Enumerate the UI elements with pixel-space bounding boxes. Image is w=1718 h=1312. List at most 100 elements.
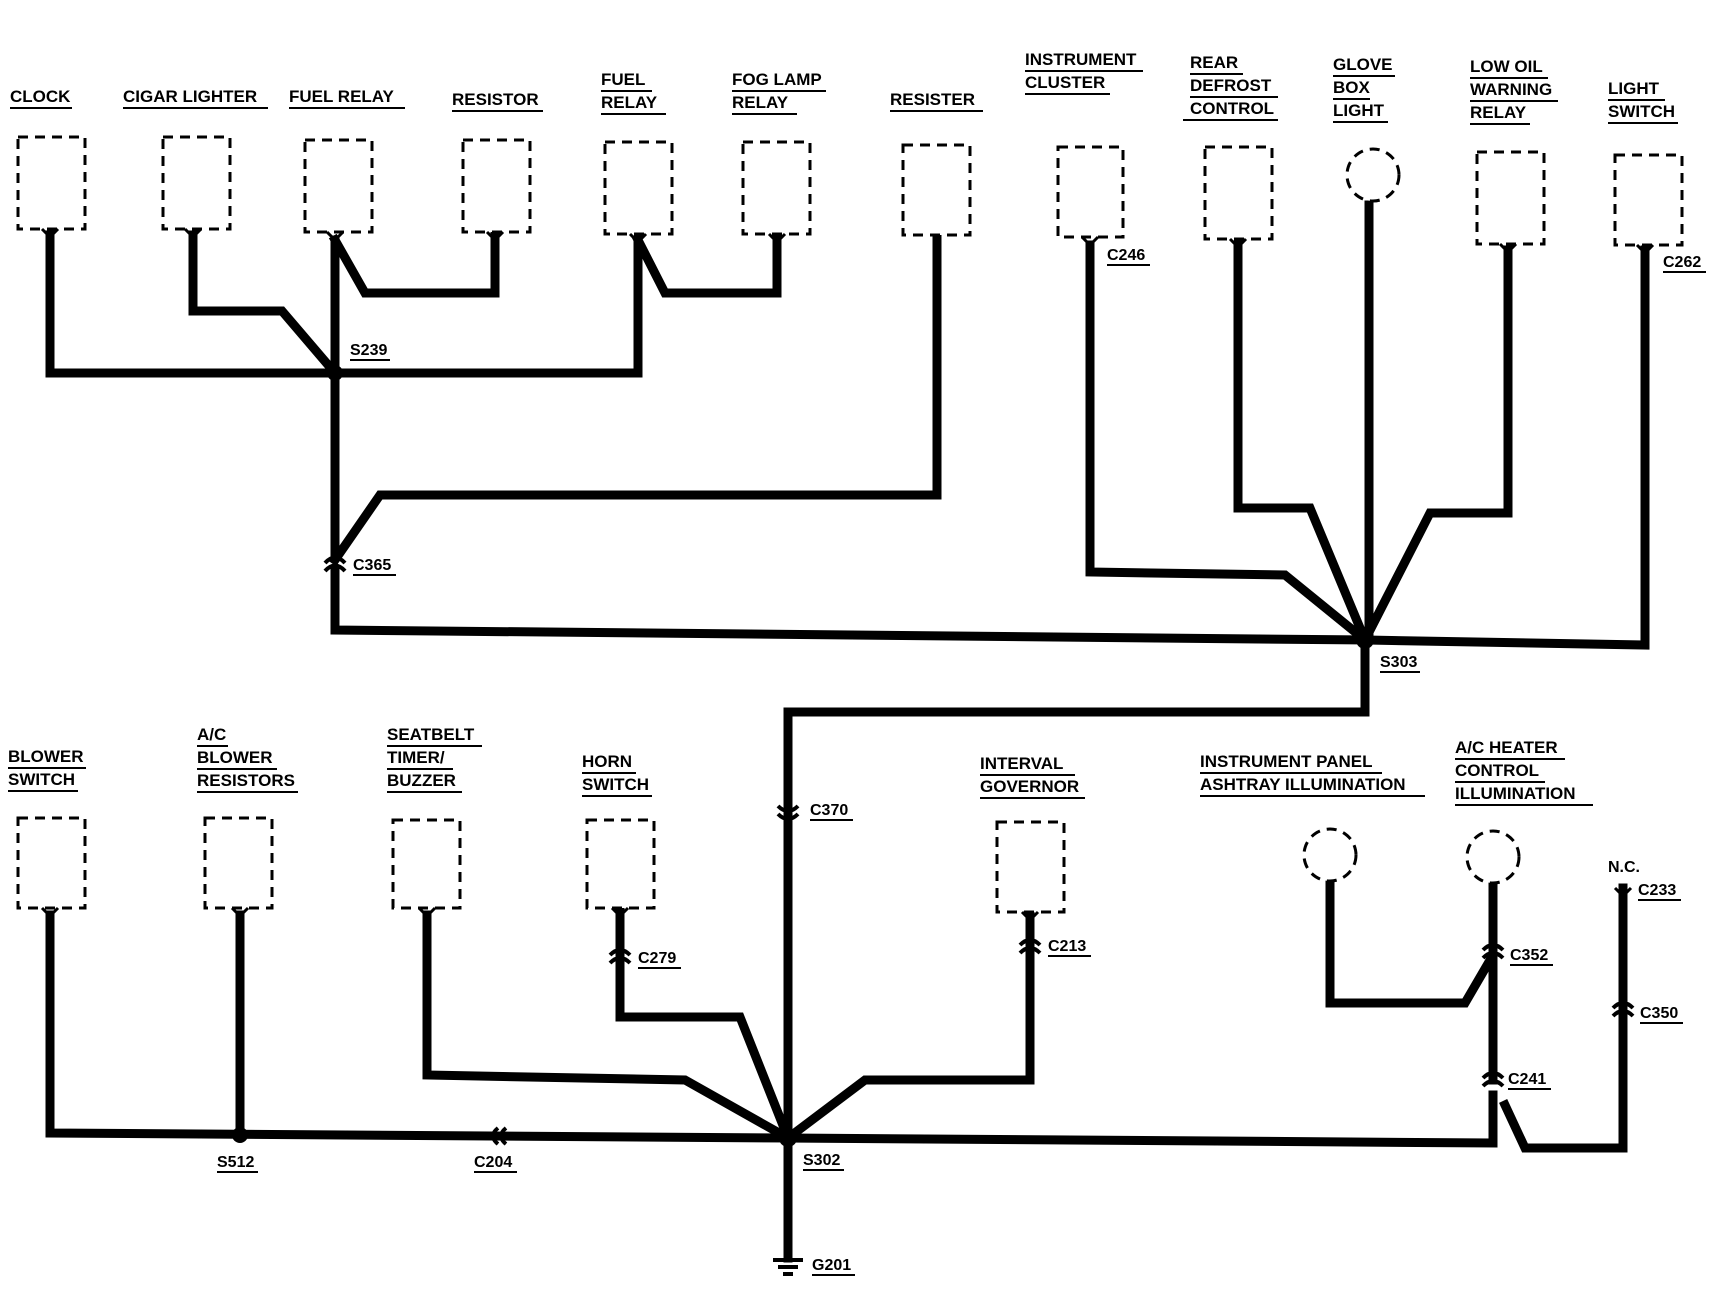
box-rear-defrost — [1203, 145, 1274, 241]
label-rear-defrost-l3: CONTROL — [1190, 99, 1274, 118]
splices — [232, 365, 1374, 1147]
c350-symbol — [1611, 1001, 1635, 1018]
label-glove-box-l2: BOX — [1333, 78, 1371, 97]
label-g201: G201 — [812, 1257, 851, 1274]
label-seatbelt-l2: TIMER/ — [387, 748, 445, 767]
label-ashtray-l1: INSTRUMENT PANEL — [1200, 752, 1373, 771]
box-low-oil — [1475, 150, 1546, 246]
label-blower-switch-l1: BLOWER — [8, 747, 84, 766]
wire-horn-switch — [615, 905, 794, 1144]
wires — [45, 200, 1650, 1263]
c213-symbol — [1018, 938, 1042, 955]
label-light-switch-l1: LIGHT — [1608, 79, 1660, 98]
label-resister: RESISTER — [890, 90, 975, 109]
wire-resister — [328, 230, 942, 567]
box-instrument-cluster — [1056, 145, 1125, 239]
s239-dot — [327, 365, 343, 381]
label-s303: S303 — [1380, 654, 1417, 671]
label-low-oil-l1: LOW OIL — [1470, 57, 1543, 76]
box-ac-blower-resistors — [203, 816, 274, 910]
box-light-switch — [1613, 153, 1684, 247]
label-instrument-cluster-l2: CLUSTER — [1025, 73, 1105, 92]
label-c241: C241 — [1508, 1071, 1546, 1088]
box-cigar-lighter — [161, 135, 232, 231]
box-clock — [16, 135, 87, 231]
label-ashtray-l2: ASHTRAY ILLUMINATION — [1200, 775, 1406, 794]
terminal-marks — [40, 227, 1655, 923]
wire-nc — [1499, 883, 1628, 1153]
box-blower-switch — [16, 816, 87, 910]
box-resister — [901, 143, 972, 237]
circle-ashtray-illumination — [1302, 827, 1358, 883]
label-c262: C262 — [1663, 254, 1701, 271]
label-horn-switch-l1: HORN — [582, 752, 632, 771]
label-c246: C246 — [1107, 247, 1145, 264]
connector-labels: S239 C365 C246 C262 S303 C370 C279 C213 … — [217, 247, 1706, 1276]
label-fuel-relay-2-l1: FUEL — [601, 70, 645, 89]
wire-cigar-lighter — [188, 230, 342, 380]
label-ac-heater-l3: ILLUMINATION — [1455, 784, 1576, 803]
s303-dot — [1356, 631, 1374, 649]
inline-connectors — [323, 555, 1635, 1146]
wire-blower-switch — [45, 910, 793, 1143]
label-fog-lamp-l2: RELAY — [732, 93, 789, 112]
label-cigar-lighter: CIGAR LIGHTER — [123, 87, 257, 106]
component-boxes — [16, 135, 1684, 914]
component-labels: CLOCK CIGAR LIGHTER FUEL RELAY RESISTOR … — [8, 50, 1678, 876]
wire-fuel-relay-2 — [330, 235, 643, 378]
label-ac-blower-l3: RESISTORS — [197, 771, 295, 790]
wire-interval-governor — [781, 905, 1035, 1145]
wire-instrument-cluster — [1085, 240, 1372, 647]
wire-c365-to-s303 — [330, 565, 1370, 645]
label-glove-box-l1: GLOVE — [1333, 55, 1393, 74]
label-s239: S239 — [350, 342, 387, 359]
box-resistor — [461, 138, 532, 234]
label-horn-switch-l2: SWITCH — [582, 775, 649, 794]
wire-seatbelt — [422, 910, 795, 1145]
box-fuel-relay-2 — [603, 140, 674, 236]
wire-low-oil — [1358, 245, 1513, 647]
label-ac-heater-l2: CONTROL — [1455, 761, 1539, 780]
label-rear-defrost-l2: DEFROST — [1190, 76, 1272, 95]
box-seatbelt — [391, 818, 462, 910]
c370-symbol — [776, 804, 800, 821]
c279-symbol — [608, 948, 632, 965]
label-blower-switch-l2: SWITCH — [8, 770, 75, 789]
box-horn-switch — [585, 818, 656, 910]
label-c279: C279 — [638, 950, 676, 967]
label-low-oil-l2: WARNING — [1470, 80, 1552, 99]
wire-fog-lamp-relay — [631, 233, 782, 298]
c204-symbol — [491, 1126, 508, 1146]
box-fuel-relay — [303, 138, 374, 234]
label-interval-governor-l2: GOVERNOR — [980, 777, 1079, 796]
c241-symbol — [1481, 1071, 1505, 1088]
label-seatbelt-l1: SEATBELT — [387, 725, 475, 744]
label-resistor: RESISTOR — [452, 90, 539, 109]
wire-light-switch — [1360, 245, 1650, 650]
label-s302: S302 — [803, 1152, 840, 1169]
label-c350: C350 — [1640, 1005, 1678, 1022]
circle-glove-box-light — [1345, 147, 1401, 203]
label-c204: C204 — [474, 1154, 512, 1171]
circle-ac-heater-illumination — [1465, 829, 1521, 885]
label-low-oil-l3: RELAY — [1470, 103, 1527, 122]
label-seatbelt-l3: BUZZER — [387, 771, 456, 790]
label-instrument-cluster-l1: INSTRUMENT — [1025, 50, 1137, 69]
label-c233: C233 — [1638, 882, 1676, 899]
label-clock: CLOCK — [10, 87, 71, 106]
wire-s303-to-s302 — [783, 635, 1370, 1140]
label-c213: C213 — [1048, 938, 1086, 955]
label-rear-defrost-l1: REAR — [1190, 53, 1238, 72]
label-interval-governor-l1: INTERVAL — [980, 754, 1063, 773]
label-s512: S512 — [217, 1154, 254, 1171]
label-light-switch-l2: SWITCH — [1608, 102, 1675, 121]
label-fog-lamp-l1: FOG LAMP — [732, 70, 822, 89]
label-glove-box-l3: LIGHT — [1333, 101, 1385, 120]
label-fuel-relay-2-l2: RELAY — [601, 93, 658, 112]
wire-rear-defrost — [1233, 240, 1371, 646]
label-fuel-relay: FUEL RELAY — [289, 87, 395, 106]
wire-s302-to-c241 — [783, 1090, 1498, 1148]
label-c365: C365 — [353, 557, 391, 574]
ground-symbol — [773, 1258, 803, 1276]
